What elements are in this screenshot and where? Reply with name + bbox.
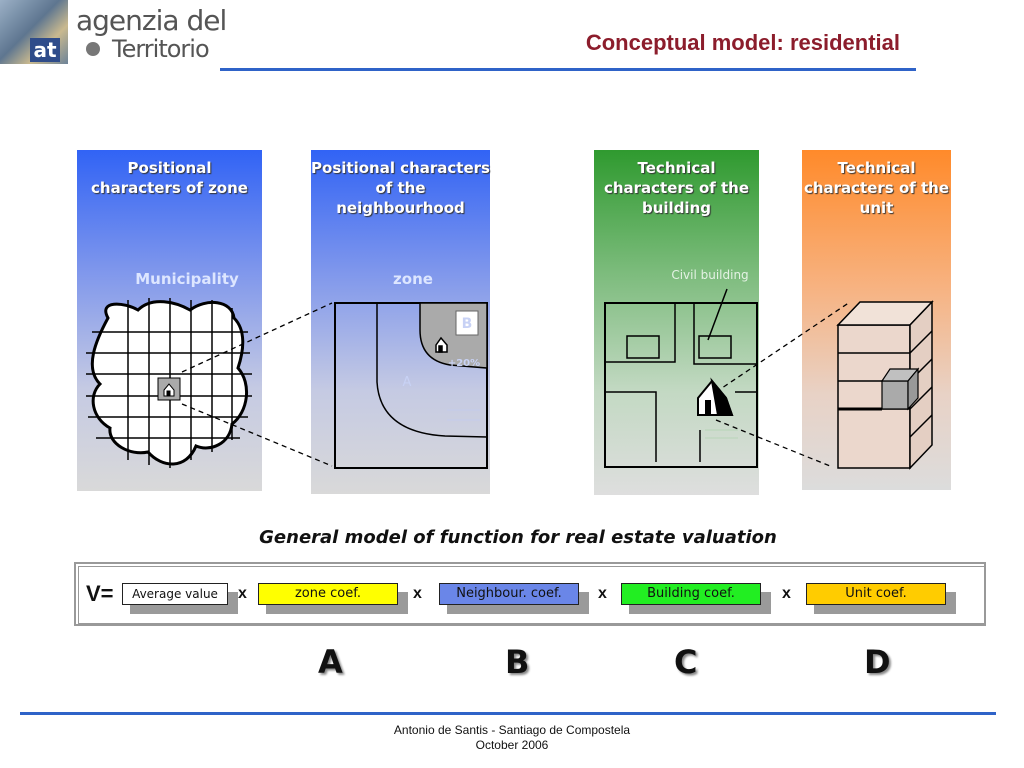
multiply-sign-4: x xyxy=(782,585,791,602)
neighbourhood-map xyxy=(334,302,488,469)
logo-mark: at xyxy=(30,38,60,62)
unit-coef-box: Unit coef. xyxy=(806,583,946,605)
logo-text-line2: Territorio xyxy=(112,35,210,63)
letter-d: D xyxy=(864,643,891,681)
zone-b-percent: +20% xyxy=(448,358,480,369)
house-icon-large xyxy=(697,377,734,416)
letter-a: A xyxy=(318,643,343,681)
zoom-line-bottom-2 xyxy=(715,419,831,467)
zoom-line-top-2 xyxy=(715,301,851,393)
civil-building-label: Civil building xyxy=(671,268,749,282)
municipality-label: Municipality xyxy=(135,270,239,288)
formula-frame-inner xyxy=(78,566,986,624)
multiply-sign-3: x xyxy=(598,585,607,602)
formula-title: General model of function for real estat… xyxy=(259,527,777,548)
zoom-line-bottom-1 xyxy=(181,403,333,467)
neighbourhood-column-heading: Positional characters of the neighbourho… xyxy=(311,159,490,217)
building-block-right xyxy=(698,335,732,359)
logo-image: at xyxy=(0,0,68,64)
building-column-heading: Technical characters of the building xyxy=(603,159,750,217)
zone-b-label: B xyxy=(462,316,473,332)
footer-divider xyxy=(20,712,996,715)
zone-boundary-curve xyxy=(376,303,488,438)
unit-highlight xyxy=(880,367,920,411)
footer-author: Antonio de Santis - Santiago de Composte… xyxy=(393,723,631,737)
unit-column-heading: Technical characters of the unit xyxy=(803,159,950,217)
zone-a-label: A xyxy=(403,375,412,390)
building-map xyxy=(604,302,758,468)
municipality-grid xyxy=(86,298,252,468)
seal-icon xyxy=(86,42,100,56)
zoom-line-top-1 xyxy=(181,302,333,373)
footer-date: October 2006 xyxy=(475,738,549,752)
neighbour-coef-box: Neighbour. coef. xyxy=(439,583,579,605)
street-lines xyxy=(605,303,757,462)
letter-b: B xyxy=(505,643,530,681)
logo-text-line1: agenzia del xyxy=(76,4,227,37)
average-value-box: Average value xyxy=(122,583,228,605)
zone-label: zone xyxy=(393,270,433,288)
page-title: Conceptual model: residential xyxy=(585,30,900,55)
header-divider xyxy=(220,68,916,71)
building-coef-box: Building coef. xyxy=(621,583,761,605)
house-icon-medium xyxy=(435,336,448,353)
building-block-left xyxy=(626,335,660,359)
value-symbol: V= xyxy=(86,581,114,606)
civil-building-pointer xyxy=(707,288,728,341)
zone-column-heading: Positional characters of zone xyxy=(91,159,248,197)
zone-coef-box: zone coef. xyxy=(258,583,398,605)
multiply-sign-2: x xyxy=(413,585,422,602)
house-icon-small xyxy=(163,383,175,397)
multiply-sign-1: x xyxy=(238,585,247,602)
letter-c: C xyxy=(674,643,698,681)
